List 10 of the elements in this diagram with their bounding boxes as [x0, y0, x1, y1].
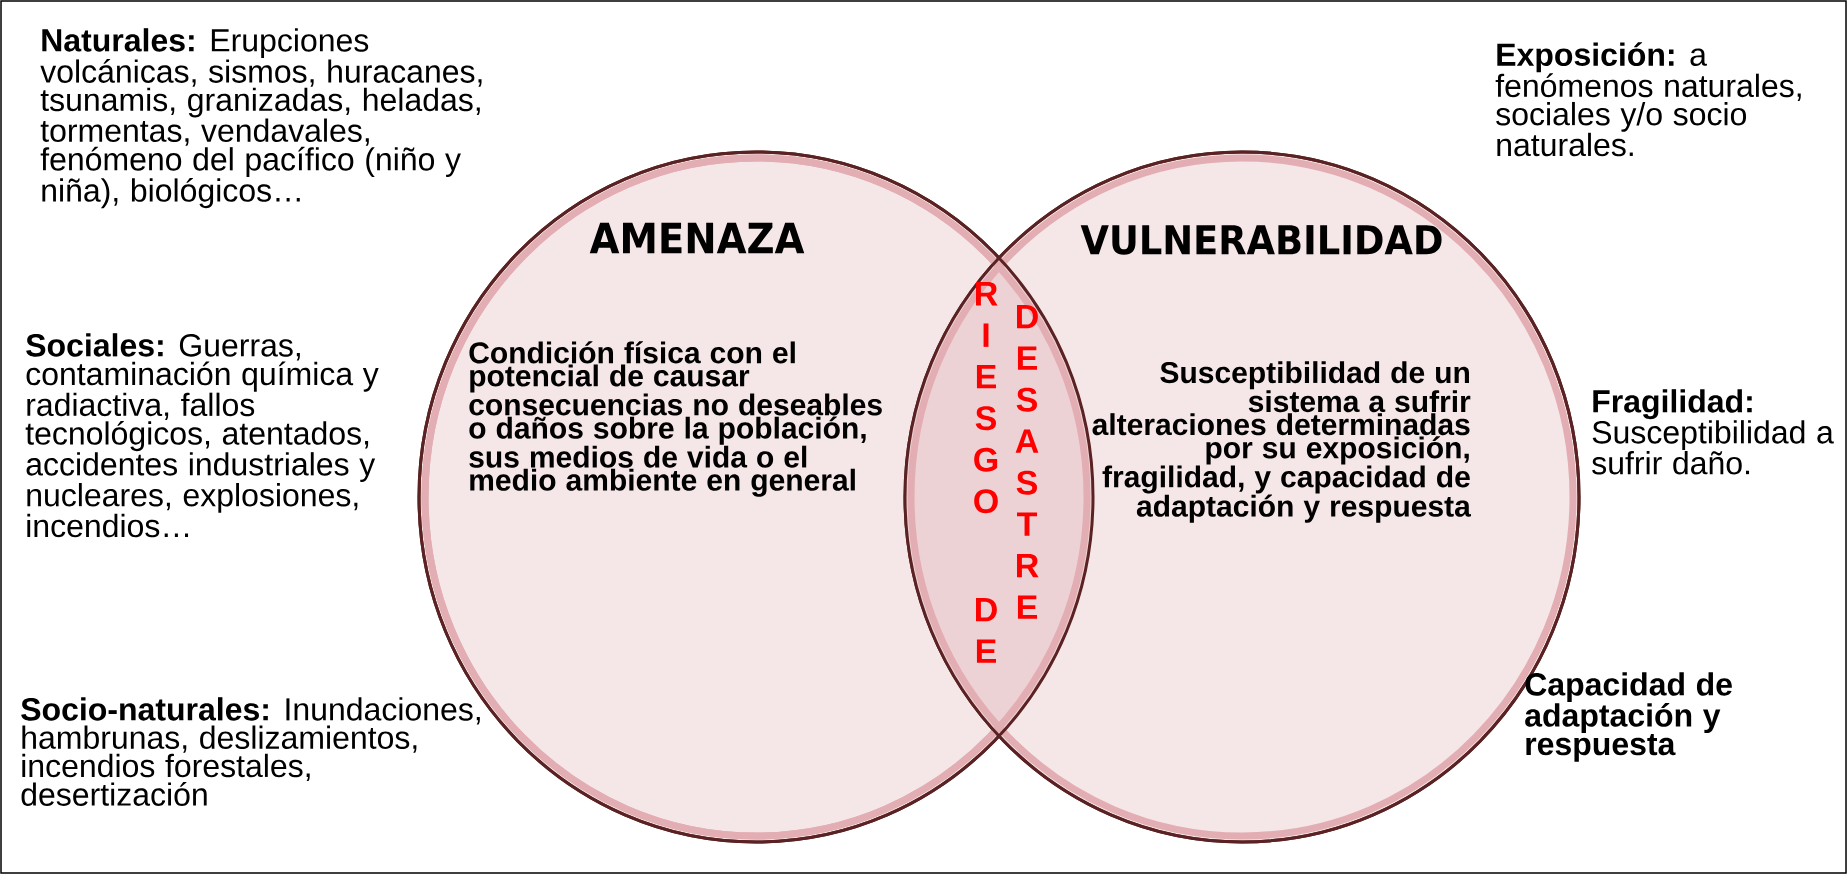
description-text: Susceptibilidad de un sistema a sufrir alteraciones determinadas por su exposición, fragilidad, y capacidad de adaptación y respuesta	[1092, 361, 1471, 523]
category-text: Socio-naturales: Inundaciones, hambrunas, deslizamientos, incendios forestales, desertización	[21, 697, 480, 806]
circle-title: AMENAZA	[589, 222, 805, 254]
category-text: Exposición: a fenómenos naturales, sociales y/o socio naturales.	[1495, 42, 1801, 157]
category-text: Naturales: Erupciones volcánicas, sismos, huracanes, tsunamis, granizadas, heladas, tormentas, vendavales, fenómeno del pacífico (niño y niña), biológicos…	[40, 28, 482, 209]
category-text: Sociales: Guerras, contaminación química y radiactiva, fallos tecnológicos, atentados, accidentes industriales y nucleares, explosiones, incendios…	[25, 333, 379, 538]
category-text: Capacidad de adaptación y respuesta	[1525, 672, 1732, 762]
circle-title: VULNERABILIDAD	[1080, 225, 1442, 255]
category-text: Fragilidad: Susceptibilidad a sufrir daño.	[1592, 389, 1834, 475]
description-text: Condición física con el potencial de causar consecuencias no deseables o daños sobre la población, sus medios de vida o el medio ambiente en general	[469, 341, 882, 497]
